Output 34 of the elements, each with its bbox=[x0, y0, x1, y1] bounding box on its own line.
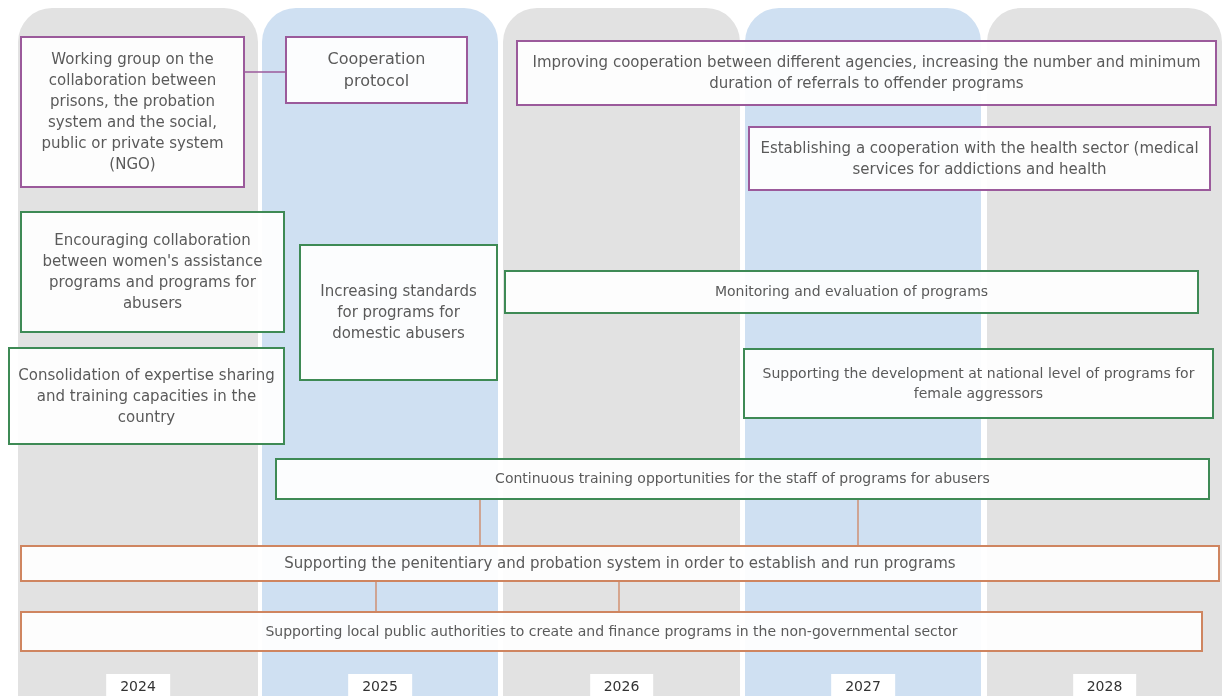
activity-text: Improving cooperation between different agencies, increasing the number and minimum duration of referrals to offender programs bbox=[531, 52, 1202, 94]
year-label: 2027 bbox=[831, 674, 895, 696]
activity-box bbox=[275, 458, 1210, 500]
connector-line bbox=[375, 581, 377, 612]
connector-line bbox=[244, 71, 286, 73]
activity-box bbox=[8, 347, 285, 445]
activity-text: Cooperation protocol bbox=[326, 47, 427, 92]
activity-text: Monitoring and evaluation of programs bbox=[714, 282, 989, 302]
connector-line bbox=[479, 499, 481, 546]
connector-line bbox=[618, 581, 620, 612]
activity-box bbox=[20, 36, 245, 188]
year-label: 2025 bbox=[348, 674, 412, 696]
year-label: 2024 bbox=[106, 674, 170, 696]
activity-text: Establishing a cooperation with the health sector (medical services for addictions and health bbox=[759, 137, 1200, 180]
activity-text: Supporting the development at national level of programs for female aggressors bbox=[761, 363, 1196, 403]
activity-text: Continuous training opportunities for the staff of programs for abusers bbox=[495, 469, 990, 489]
activity-box bbox=[743, 348, 1214, 419]
activity-text: Increasing standards for programs for domestic abusers bbox=[319, 281, 478, 344]
activity-text: Consolidation of expertise sharing and training capacities in the country bbox=[18, 364, 275, 428]
year-label: 2026 bbox=[589, 674, 654, 696]
activity-box bbox=[20, 211, 285, 333]
activity-text: Encouraging collaboration between women's assistance programs and programs for abusers bbox=[41, 230, 264, 314]
activity-text: Supporting local public authorities to create and finance programs in the non-governmental sector bbox=[265, 621, 958, 641]
activity-box bbox=[285, 36, 468, 104]
activity-box bbox=[299, 244, 498, 381]
activity-box bbox=[504, 270, 1199, 314]
connector-line bbox=[857, 499, 859, 546]
activity-text: Working group on the collaboration between prisons, the probation system and the social, public or private system (NGO) bbox=[40, 49, 225, 175]
activity-text: Supporting the penitentiary and probation system in order to establish and run programs bbox=[284, 553, 956, 574]
activity-box bbox=[20, 611, 1203, 652]
activity-box bbox=[748, 126, 1211, 191]
year-label: 2028 bbox=[1072, 674, 1137, 696]
activity-box bbox=[516, 40, 1217, 106]
activity-box bbox=[20, 545, 1220, 582]
